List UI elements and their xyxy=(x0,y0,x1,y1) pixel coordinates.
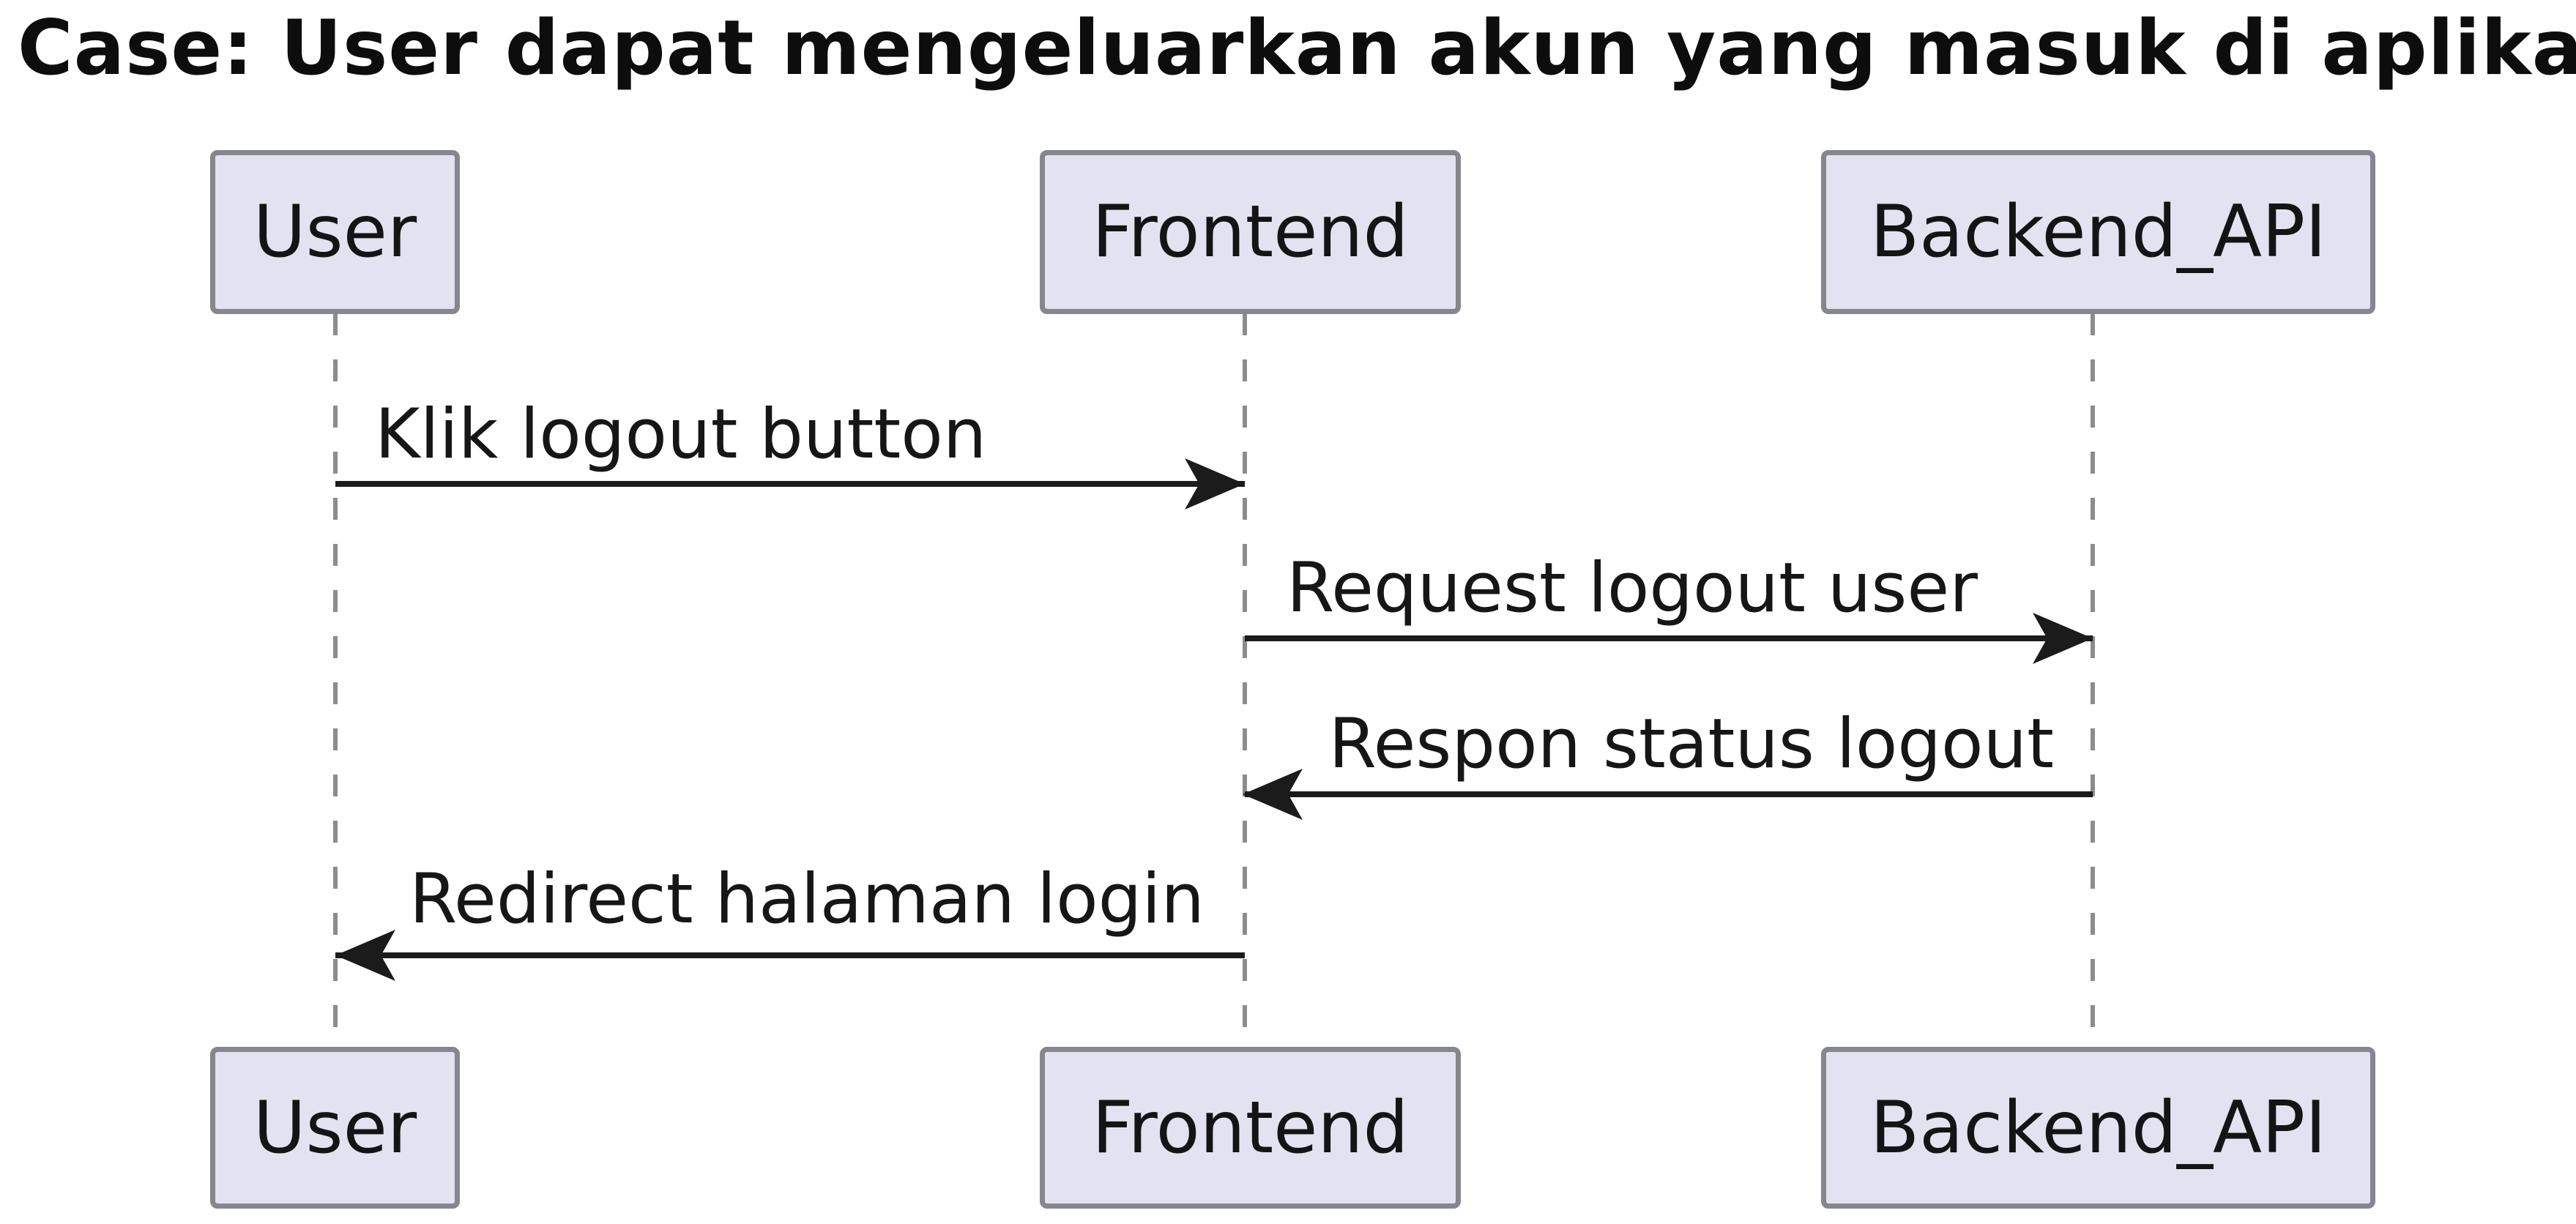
lifeline-frontend xyxy=(1243,313,1247,1048)
message-2-label: Request logout user xyxy=(1287,548,1978,628)
participant-backend-api-top-label: Backend_API xyxy=(1869,190,2327,274)
participant-frontend-bottom-label: Frontend xyxy=(1092,1086,1409,1170)
message-2-line xyxy=(1245,635,2093,641)
participant-user-bottom: User xyxy=(210,1047,460,1209)
participant-user-top: User xyxy=(210,150,460,314)
lifeline-backend-api xyxy=(2091,313,2095,1048)
message-3-line xyxy=(1245,791,2093,797)
lifeline-user xyxy=(333,313,338,1048)
participant-backend-api-bottom: Backend_API xyxy=(1821,1047,2375,1209)
message-1-label: Klik logout button xyxy=(375,395,987,474)
message-3-label: Respon status logout xyxy=(1328,704,2055,784)
diagram-title: Case: User dapat mengeluarkan akun yang … xyxy=(18,4,2576,92)
message-4-line xyxy=(335,952,1245,958)
participant-backend-api-top: Backend_API xyxy=(1821,150,2375,314)
participant-backend-api-bottom-label: Backend_API xyxy=(1869,1086,2327,1170)
message-4-label: Redirect halaman login xyxy=(409,859,1205,939)
participant-frontend-bottom: Frontend xyxy=(1040,1047,1461,1209)
participant-user-top-label: User xyxy=(253,190,417,274)
message-1-line xyxy=(335,481,1245,487)
participant-user-bottom-label: User xyxy=(253,1086,417,1170)
participant-frontend-top: Frontend xyxy=(1040,150,1461,314)
participant-frontend-top-label: Frontend xyxy=(1092,190,1409,274)
